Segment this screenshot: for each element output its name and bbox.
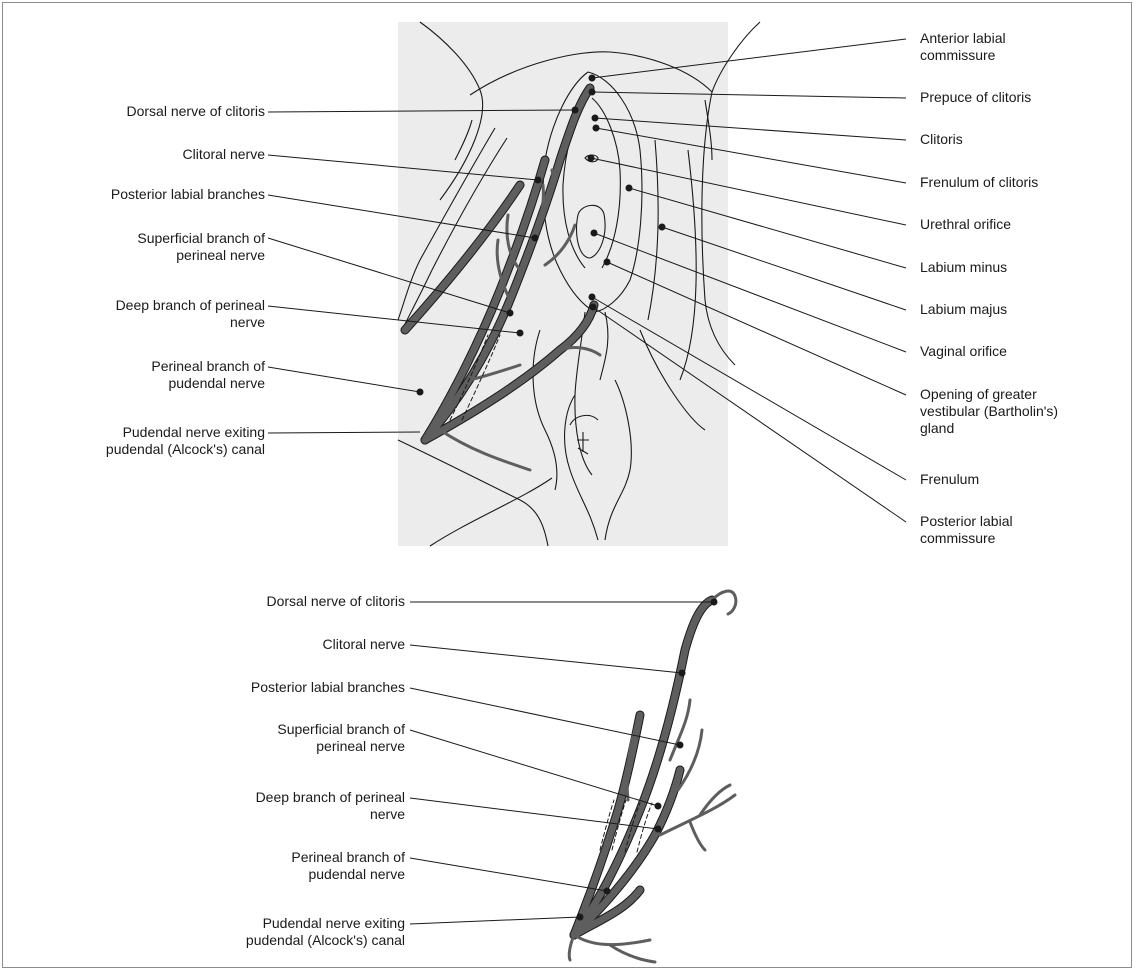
top-label-posterior-labial-branches: Posterior labial branches	[20, 186, 265, 203]
top-label-perineal-branch-pudendal-nerve: Perineal branch of pudendal nerve	[20, 358, 265, 392]
top-label-pudendal-nerve-exiting-canal: Pudendal nerve exiting pudendal (Alcock'…	[20, 424, 265, 458]
bottom-label-posterior-labial-branches: Posterior labial branches	[160, 679, 405, 696]
top-label-clitoral-nerve: Clitoral nerve	[20, 146, 265, 163]
bottom-label-clitoral-nerve: Clitoral nerve	[160, 636, 405, 653]
label-labium-majus: Labium majus	[920, 301, 1125, 318]
label-clitoris: Clitoris	[920, 131, 1125, 148]
label-greater-vestibular-gland-opening: Opening of greater vestibular (Bartholin…	[920, 386, 1125, 437]
bottom-label-perineal-branch-pudendal-nerve: Perineal branch of pudendal nerve	[160, 849, 405, 883]
top-label-deep-branch-perineal-nerve: Deep branch of perineal nerve	[20, 297, 265, 331]
top-label-dorsal-nerve-of-clitoris: Dorsal nerve of clitoris	[20, 103, 265, 120]
top-label-superficial-branch-perineal-nerve: Superficial branch of perineal nerve	[20, 230, 265, 264]
bottom-label-pudendal-nerve-exiting-canal: Pudendal nerve exiting pudendal (Alcock'…	[160, 915, 405, 949]
bottom-label-superficial-branch-perineal-nerve: Superficial branch of perineal nerve	[160, 721, 405, 755]
bottom-label-deep-branch-perineal-nerve: Deep branch of perineal nerve	[160, 789, 405, 823]
label-posterior-labial-commissure: Posterior labial commissure	[920, 513, 1125, 547]
label-prepuce-of-clitoris: Prepuce of clitoris	[920, 89, 1125, 106]
label-frenulum: Frenulum	[920, 471, 1125, 488]
label-urethral-orifice: Urethral orifice	[920, 216, 1125, 233]
label-frenulum-of-clitoris: Frenulum of clitoris	[920, 174, 1125, 191]
label-labium-minus: Labium minus	[920, 259, 1125, 276]
label-vaginal-orifice: Vaginal orifice	[920, 343, 1125, 360]
bottom-nerve-illustration	[569, 591, 736, 962]
label-anterior-labial-commissure: Anterior labial commissure	[920, 30, 1125, 64]
bottom-label-dorsal-nerve-of-clitoris: Dorsal nerve of clitoris	[160, 593, 405, 610]
